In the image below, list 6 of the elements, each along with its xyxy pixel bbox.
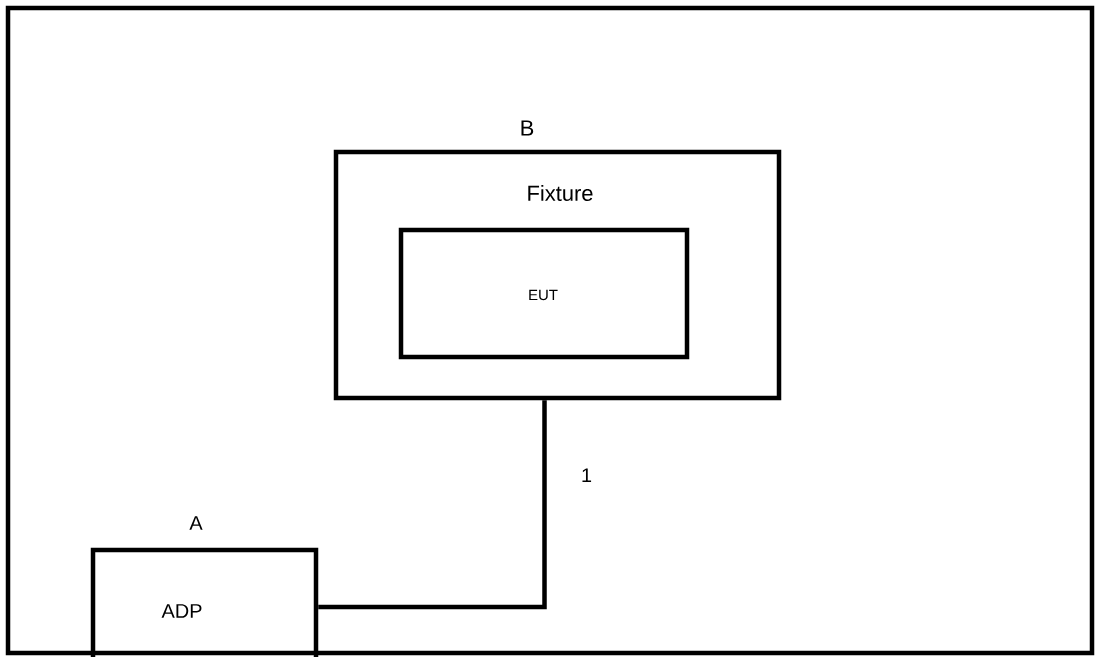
- connector-line: [318, 400, 547, 610]
- node-label: B: [521, 120, 534, 136]
- node-label: A: [189, 516, 203, 530]
- adapter-box: A ADP: [90, 516, 319, 657]
- edge-label: 1: [582, 468, 592, 483]
- eut-box: EUT: [398, 227, 690, 360]
